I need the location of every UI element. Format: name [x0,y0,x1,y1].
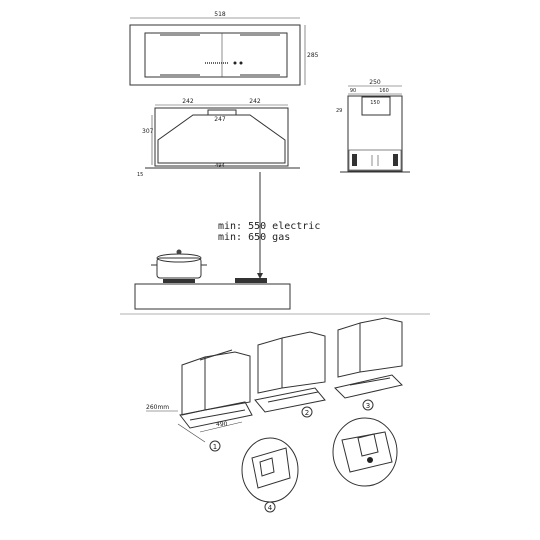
right-half-label: 242 [249,98,261,105]
hood-body-side [347,95,403,172]
install-step-3: 3 [334,317,403,411]
clearance-section: min: 550 electric min: 650 gas [218,172,320,279]
svg-text:2: 2 [305,409,309,417]
hood-body-front [154,107,289,167]
step-2-badge [301,406,313,418]
svg-text:4: 4 [268,504,273,512]
cabinet-right [204,351,251,411]
cabinet-left-3 [337,322,361,378]
cabinet-left [181,356,206,416]
front-view: 242 242 247 307 494 15 [137,98,300,178]
svg-text:1: 1 [213,443,217,451]
cabinet-left-2 [257,337,283,394]
clearance-gas: min: 650 gas [218,232,290,243]
side-total-label: 250 [369,79,381,86]
burner-left [163,279,195,283]
width-490-label: 490 [216,421,228,428]
height-label: 307 [142,128,154,135]
hood-unit-1 [179,401,253,429]
step-4-badge [264,501,276,513]
side-view: 250 90 160 150 29 [336,79,410,173]
depth-260-label: 260mm [146,404,169,411]
install-step-1: 260mm 490 1 [146,349,253,452]
cooktop-section [120,249,430,315]
side-inner-label: 150 [370,100,380,106]
bottom-offset-label: 15 [137,172,143,178]
hood-canopy [157,114,286,164]
hood-outline-top [129,24,301,86]
width-label: 518 [214,11,226,18]
pot-icon [151,249,207,279]
install-step-4: 4 [241,437,299,513]
install-step-2: 2 [254,331,326,418]
motor-box [207,109,237,116]
hood-unit-2 [254,387,326,413]
side-seg-b-label: 160 [379,88,389,94]
side-left-label: 29 [336,108,342,114]
step-3-badge [362,399,374,411]
filter-frame [144,32,288,78]
top-view: 518 285 [129,11,319,86]
control-panel [205,61,243,65]
depth-label: 285 [307,52,319,59]
hood-unit-3 [334,374,403,399]
svg-text:3: 3 [366,402,370,410]
inner-label: 247 [214,116,226,123]
install-step-5 [332,417,398,487]
bottom-width-label: 494 [215,163,225,169]
clearance-electric: min: 550 electric [218,221,320,232]
cabinet-right-2 [281,331,326,389]
cabinet-right-3 [359,317,403,373]
duct-collar [361,96,391,116]
detail-circle-4 [241,437,299,503]
detail-circle-5 [332,417,398,487]
step-1-badge [209,440,221,452]
burner-right [235,278,267,283]
side-seg-a-label: 90 [350,88,356,94]
left-half-label: 242 [182,98,194,105]
countertop [134,283,291,310]
